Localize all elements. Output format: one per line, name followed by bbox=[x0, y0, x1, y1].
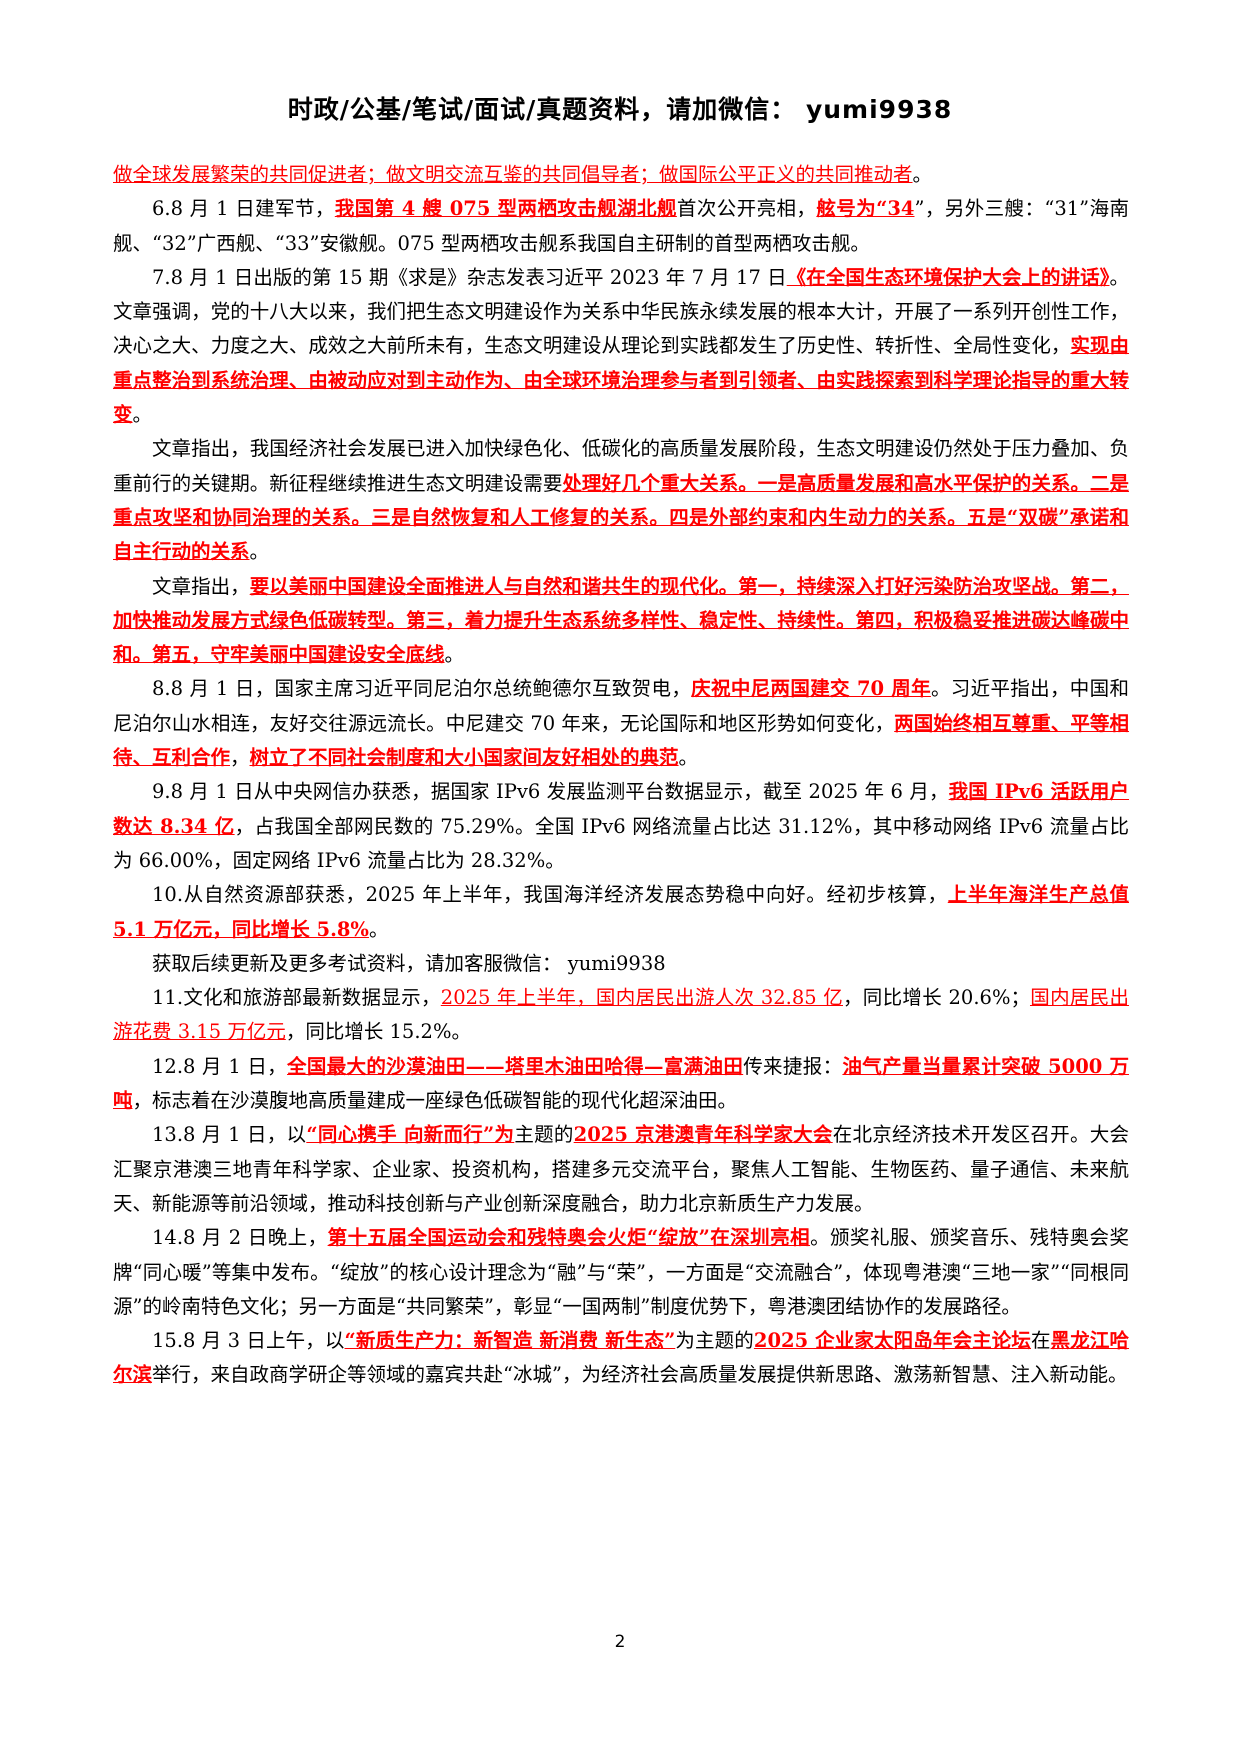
highlighted-text: 《在全国生态环境保护大会上的讲话》 bbox=[786, 265, 1110, 289]
highlighted-text: “同心携手 向新而行”为 bbox=[306, 1123, 515, 1147]
text-run: 13.8 月 1 日，以 bbox=[152, 1123, 307, 1147]
highlighted-text: 全国最大的沙漠油田——塔里木油田哈得—富满油田 bbox=[287, 1054, 744, 1078]
highlighted-text: 两国始终相互尊重、平等相待、互利合作 bbox=[113, 711, 1129, 770]
text-run: 在北京经济技术开发区召开。大会汇聚京港澳三地青年科学家、企业家、投资机构，搭建多… bbox=[113, 1123, 1129, 1215]
paragraph: 13.8 月 1 日，以“同心携手 向新而行”为主题的2025 京港澳青年科学家… bbox=[113, 1118, 1129, 1221]
text-run: 主题的 bbox=[514, 1123, 574, 1147]
text-run: 。文章强调，党的十八大以来，我们把生态文明建设作为关系中华民族永续发展的根本大计… bbox=[113, 265, 1129, 358]
text-run: 。 bbox=[368, 917, 389, 941]
highlighted-text: 上半年海洋生产总值 5.1 万亿元，同比增长 5.8% bbox=[113, 883, 1129, 941]
text-run: 12.8 月 1 日， bbox=[152, 1054, 288, 1078]
text-run: 文章指出， bbox=[152, 574, 250, 598]
text-run: 。 bbox=[678, 746, 699, 770]
highlighted-text: 实现由重点整治到系统治理、由被动应对到主动作为、由全球环境治理参与者到引领者、由… bbox=[113, 334, 1129, 427]
text-run: 8.8 月 1 日，国家主席习近平同尼泊尔总统鲍德尔互致贺电， bbox=[152, 677, 692, 701]
text-run: 首次公开亮相， bbox=[676, 197, 817, 221]
highlighted-text: 要以美丽中国建设全面推进人与自然和谐共生的现代化。第一，持续深入打好污染防治攻坚… bbox=[113, 574, 1129, 667]
text-run: ，占我国全部网民数的 75.29%。全国 IPv6 网络流量占比达 31.12%… bbox=[113, 814, 1129, 872]
paragraph: 文章指出，要以美丽中国建设全面推进人与自然和谐共生的现代化。第一，持续深入打好污… bbox=[113, 570, 1129, 673]
document-body: 做全球发展繁荣的共同促进者；做文明交流互鉴的共同倡导者；做国际公平正义的共同推动… bbox=[113, 158, 1129, 1393]
highlighted-text: 2025 年上半年，国内居民出游人次 32.85 亿 bbox=[440, 986, 843, 1010]
paragraph: 文章指出，我国经济社会发展已进入加快绿色化、低碳化的高质量发展阶段，生态文明建设… bbox=[113, 432, 1129, 569]
highlighted-text: 油气产量当量累计突破 5000 万吨 bbox=[113, 1054, 1129, 1113]
text-run: 。 bbox=[132, 403, 153, 427]
text-run: 为主题的 bbox=[675, 1329, 754, 1353]
paragraph: 11.文化和旅游部最新数据显示，2025 年上半年，国内居民出游人次 32.85… bbox=[113, 981, 1129, 1050]
highlighted-text: 黑龙江哈尔滨 bbox=[113, 1329, 1129, 1387]
text-run: 14.8 月 2 日晚上， bbox=[152, 1226, 328, 1250]
text-run: 。习近平指出，中国和尼泊尔山水相连，友好交往源远流长。中尼建交 70 年来，无论… bbox=[113, 677, 1129, 735]
text-run: 。 bbox=[444, 643, 465, 667]
paragraph: 获取后续更新及更多考试资料，请加客服微信： yumi9938 bbox=[113, 947, 1129, 981]
highlighted-text: 国内居民出游花费 3.15 万亿元 bbox=[113, 986, 1130, 1044]
highlighted-text: 庆祝中尼两国建交 70 周年 bbox=[691, 677, 931, 701]
paragraph: 12.8 月 1 日，全国最大的沙漠油田——塔里木油田哈得—富满油田传来捷报：油… bbox=[113, 1050, 1129, 1119]
highlighted-text: 2025 京港澳青年科学家大会 bbox=[573, 1123, 833, 1147]
text-run: 6.8 月 1 日建军节， bbox=[152, 197, 335, 221]
paragraph: 10.从自然资源部获悉，2025 年上半年，我国海洋经济发展态势稳中向好。经初步… bbox=[113, 878, 1129, 947]
text-run: 11.文化和旅游部最新数据显示， bbox=[152, 986, 441, 1010]
highlighted-text: 第十五届全国运动会和残特奥会火炬“绽放”在深圳亮相 bbox=[327, 1226, 811, 1250]
text-run: 10.从自然资源部获悉，2025 年上半年，我国海洋经济发展态势稳中向好。经初步… bbox=[152, 883, 948, 907]
paragraph: 做全球发展繁荣的共同促进者；做文明交流互鉴的共同倡导者；做国际公平正义的共同推动… bbox=[113, 158, 1129, 192]
text-run: ， bbox=[230, 746, 250, 770]
paragraph: 15.8 月 3 日上午，以“新质生产力：新智造 新消费 新生态”为主题的202… bbox=[113, 1324, 1129, 1393]
text-run: ，同比增长 15.2%。 bbox=[285, 1020, 471, 1044]
text-run: 。 bbox=[912, 163, 933, 186]
highlighted-text: 舷号为“34 bbox=[816, 197, 915, 221]
text-run: ”，另外三艘：“31”海南舰、“32”广西舰、“33”安徽舰。075 型两栖攻击… bbox=[113, 197, 1129, 255]
paragraph: 7.8 月 1 日出版的第 15 期《求是》杂志发表习近平 2023 年 7 月… bbox=[113, 261, 1129, 432]
highlighted-text: 我国第 4 艘 075 型两栖攻击舰湖北舰 bbox=[334, 197, 677, 221]
text-run: 在 bbox=[1030, 1329, 1051, 1353]
paragraph: 14.8 月 2 日晚上，第十五届全国运动会和残特奥会火炬“绽放”在深圳亮相。颁… bbox=[113, 1221, 1129, 1324]
text-run: 7.8 月 1 日出版的第 15 期《求是》杂志发表习近平 2023 年 7 月… bbox=[152, 265, 787, 289]
highlighted-text: 我国 IPv6 活跃用户数达 8.34 亿 bbox=[113, 780, 1130, 838]
text-run: ，同比增长 20.6%； bbox=[843, 986, 1030, 1010]
highlighted-text: 做全球发展繁荣的共同促进者；做文明交流互鉴的共同倡导者；做国际公平正义的共同推动… bbox=[113, 163, 913, 186]
text-run: 文章指出，我国经济社会发展已进入加快绿色化、低碳化的高质量发展阶段，生态文明建设… bbox=[113, 437, 1129, 495]
text-run: 举行，来自政商学研企等领域的嘉宾共赴“冰城”，为经济社会高质量发展提供新思路、激… bbox=[152, 1363, 1128, 1387]
text-run: ，标志着在沙漠腹地高质量建成一座绿色低碳智能的现代化超深油田。 bbox=[132, 1089, 738, 1113]
highlighted-text: “新质生产力：新智造 新消费 新生态” bbox=[344, 1329, 676, 1353]
page-header: 时政/公基/笔试/面试/真题资料，请加微信： yumi9938 bbox=[287, 95, 953, 124]
paragraph: 9.8 月 1 日从中央网信办获悉，据国家 IPv6 发展监测平台数据显示，截至… bbox=[113, 775, 1129, 878]
paragraph: 6.8 月 1 日建军节，我国第 4 艘 075 型两栖攻击舰湖北舰首次公开亮相… bbox=[113, 192, 1129, 261]
text-run: 15.8 月 3 日上午，以 bbox=[152, 1329, 345, 1353]
text-run: 获取后续更新及更多考试资料，请加客服微信： yumi9938 bbox=[152, 951, 666, 975]
text-run: 传来捷报： bbox=[743, 1054, 843, 1078]
highlighted-text: 处理好几个重大关系。一是高质量发展和高水平保护的关系。二是重点攻坚和协同治理的关… bbox=[113, 471, 1129, 564]
page-number: 2 bbox=[614, 1632, 626, 1652]
text-run: 。颁奖礼服、颁奖音乐、残特奥会奖牌“同心暖”等集中发布。“绽放”的核心设计理念为… bbox=[113, 1226, 1129, 1318]
highlighted-text: 树立了不同社会制度和大小国家间友好相处的典范 bbox=[249, 746, 679, 770]
highlighted-text: 2025 企业家太阳岛年会主论坛 bbox=[753, 1329, 1031, 1353]
text-run: 9.8 月 1 日从中央网信办获悉，据国家 IPv6 发展监测平台数据显示，截至… bbox=[152, 780, 949, 804]
paragraph: 8.8 月 1 日，国家主席习近平同尼泊尔总统鲍德尔互致贺电，庆祝中尼两国建交 … bbox=[113, 672, 1129, 775]
text-run: 。 bbox=[249, 540, 270, 564]
